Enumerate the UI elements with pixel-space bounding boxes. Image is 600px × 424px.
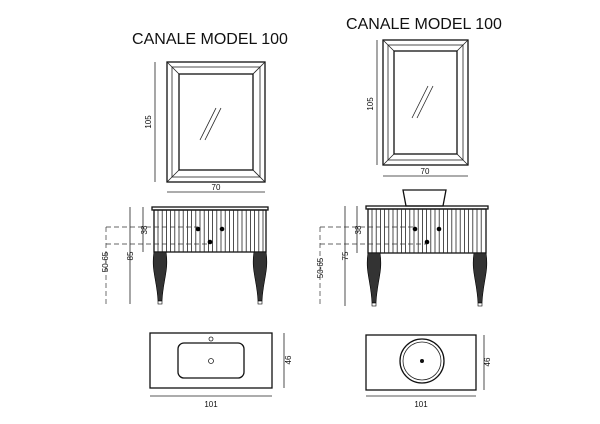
left-title: CANALE MODEL 100 — [132, 31, 288, 48]
leg-foot — [477, 302, 483, 307]
knob — [219, 226, 225, 232]
left-plan-depth: 46 — [284, 355, 293, 364]
right-title: CANALE MODEL 100 — [346, 16, 502, 33]
right-vessel-sink — [402, 189, 447, 207]
right-plan-depth: 46 — [483, 357, 492, 366]
right-mirror: 105 70 — [366, 39, 469, 177]
knob — [195, 226, 201, 232]
right-mirror-width: 70 — [421, 167, 430, 176]
leg-foot — [157, 300, 163, 305]
knob — [424, 239, 430, 245]
left-plan: 46 101 — [149, 332, 293, 409]
left-drawer-height: 38 — [140, 225, 149, 234]
leg-foot — [257, 300, 263, 305]
cabinet-leg — [152, 251, 168, 302]
left-mirror-width: 70 — [212, 183, 221, 192]
left-sink-height: 50-65 — [101, 251, 110, 272]
knob — [207, 239, 213, 245]
left-cabinet-height: 85 — [126, 251, 135, 260]
right-mirror-height: 105 — [366, 97, 375, 111]
left-plan-width: 101 — [204, 400, 218, 409]
right-plan-width: 101 — [414, 400, 428, 409]
right-cabinet — [319, 205, 489, 307]
right-cabinet-height: 75 — [341, 251, 350, 260]
cabinet-leg — [472, 252, 488, 304]
knob — [436, 226, 442, 232]
cabinet-body — [153, 209, 267, 253]
left-mirror: 105 70 — [144, 61, 266, 193]
knob — [412, 226, 418, 232]
cabinet-leg — [252, 251, 268, 302]
right-drawer-height: 38 — [354, 225, 363, 234]
leg-foot — [371, 302, 377, 307]
left-mirror-height: 105 — [144, 115, 153, 129]
right-sink-height: 50-65 — [316, 257, 325, 278]
left-model: CANALE MODEL 100 105 70 38 85 50-65 46 1… — [101, 31, 293, 409]
right-plan: 46 101 — [365, 334, 492, 409]
cabinet-leg — [366, 252, 382, 304]
left-cabinet — [105, 206, 269, 305]
right-model: CANALE MODEL 100 105 70 38 75 50-65 46 1… — [316, 16, 502, 409]
